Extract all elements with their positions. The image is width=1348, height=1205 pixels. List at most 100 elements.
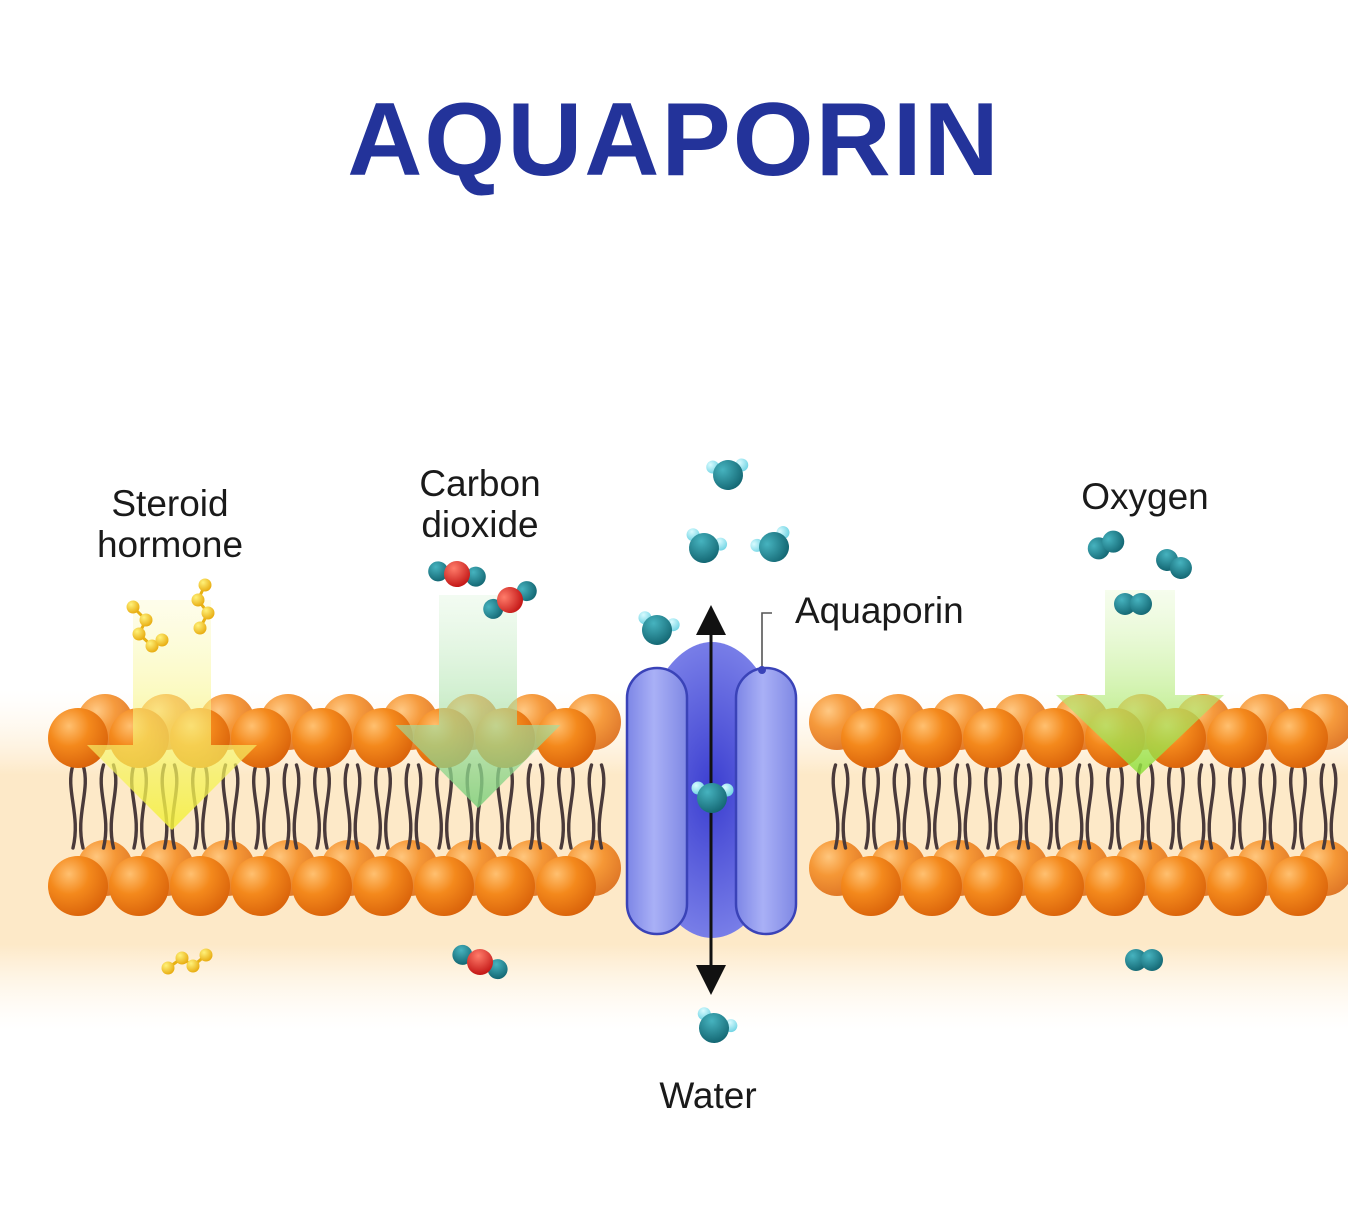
lipid-tail (1237, 763, 1247, 850)
lipid-tail (343, 763, 352, 850)
label-steroid-hormone: Steroid hormone (60, 483, 280, 566)
steroid-bond (196, 584, 210, 629)
lipid-head-inner (1024, 856, 1084, 916)
arrow-oxygen (1056, 590, 1224, 775)
lipid-tail (993, 763, 1003, 850)
oxygen-atom (759, 532, 789, 562)
lipid-tail (902, 763, 911, 850)
lipid-head-inner (1085, 856, 1145, 916)
lipid-tail (1105, 763, 1115, 850)
label-oxygen: Oxygen (1081, 476, 1209, 517)
co2-molecule-icon (452, 944, 508, 980)
lipid-tail (841, 763, 850, 850)
oxygen-atom (1141, 949, 1163, 971)
label-steroid-line1: Steroid (111, 483, 229, 524)
lipid-tail (261, 763, 271, 850)
lipid-tail (1197, 763, 1206, 850)
lipid-tail (282, 763, 291, 850)
lipid-tail (1054, 763, 1064, 850)
steroid-atom (201, 606, 215, 620)
lipid-tail (1329, 763, 1338, 850)
aquaporin-protein (625, 605, 798, 995)
lipid-tail (1288, 763, 1298, 850)
lipid-tail (1024, 763, 1033, 850)
steroid-molecule-icon (161, 948, 213, 975)
steroid-atom (186, 959, 200, 973)
lipid-tail (414, 763, 423, 850)
lipid-head-outer (292, 708, 352, 768)
steroid-atom (155, 633, 169, 647)
arrow-steroid-hormone (87, 600, 257, 830)
lipid-head-outer (353, 708, 413, 768)
lipid-tail (1298, 763, 1308, 850)
lipid-tail (963, 763, 972, 850)
steroid-atom (199, 948, 213, 962)
lipid-head-outer (1207, 708, 1267, 768)
water-molecule-icon (697, 1007, 738, 1043)
oxygen-atom (1125, 949, 1147, 971)
lipid-head-inner (475, 856, 535, 916)
lipid-tail (383, 763, 393, 850)
oxygen-atom (465, 566, 486, 587)
lipid-tail (1319, 763, 1328, 850)
co2-molecule-icon (428, 561, 486, 587)
lipid-head-outer (48, 708, 108, 768)
lipid-head-inner (963, 856, 1023, 916)
lipid-tail (322, 763, 332, 850)
steroid-atom (161, 961, 175, 975)
lipid-head-inner (1146, 856, 1206, 916)
steroid-molecule-icon (191, 578, 215, 635)
steroid-atom (139, 613, 153, 627)
steroid-atom (175, 951, 189, 965)
lipid-tail (587, 763, 596, 850)
lipid-head-inner (902, 856, 962, 916)
label-carbon-dioxide: Carbon dioxide (370, 463, 590, 546)
lipid-head-inner (1207, 856, 1267, 916)
steroid-atom (145, 639, 159, 653)
lipid-head-outer (841, 708, 901, 768)
lipid-tail (1207, 763, 1216, 850)
lipid-head-inner (353, 856, 413, 916)
lipid-tail (983, 763, 993, 850)
lipid-tail (292, 763, 301, 850)
lipid-head-inner (841, 856, 901, 916)
steroid-atom (198, 578, 212, 592)
oxygen-atom (642, 615, 672, 645)
water-molecule-icon (750, 526, 790, 562)
lipid-tail (231, 763, 240, 850)
lipid-tail (932, 763, 942, 850)
lipid-tail (1014, 763, 1023, 850)
label-aquaporin: Aquaporin (795, 590, 964, 631)
lipid-tail (597, 763, 606, 850)
water-molecule-in-channel (691, 781, 734, 813)
oxygen-atom (428, 561, 449, 582)
lipid-tail (892, 763, 901, 850)
co2-molecule-icon (483, 581, 537, 619)
aquaporin-leader-dot (758, 666, 766, 674)
lipid-head-outer (536, 708, 596, 768)
lipid-tail (312, 763, 322, 850)
lipid-tail (99, 763, 108, 850)
aquaporin-leader-line (761, 612, 772, 668)
steroid-atom (193, 621, 207, 635)
lipid-tail (526, 763, 535, 850)
oxygen-atom (713, 460, 743, 490)
oxygen-atom (1114, 593, 1136, 615)
lipid-tail (1268, 763, 1277, 850)
lipid-tail (373, 763, 383, 850)
lipid-tail (1115, 763, 1125, 850)
label-steroid-line2: hormone (96, 524, 244, 566)
oxygen-atom (1130, 593, 1152, 615)
steroid-atom (126, 600, 140, 614)
lipid-tail (1227, 763, 1237, 850)
lipid-tail (831, 763, 840, 850)
aquaporin-subunit-left (625, 666, 689, 936)
water-molecule-icon (638, 611, 680, 645)
lipid-tail (922, 763, 932, 850)
oxygen-atom (1102, 530, 1125, 553)
steroid-molecule-icon (126, 600, 169, 653)
lipid-head-outer (1268, 708, 1328, 768)
lipid-tail (861, 763, 871, 850)
lipid-tail (78, 763, 88, 850)
